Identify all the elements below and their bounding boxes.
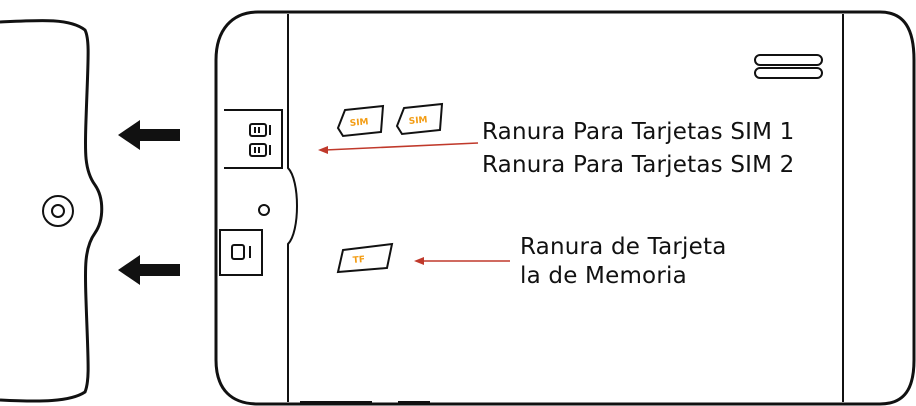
memory-card: TF: [336, 242, 394, 274]
sim-leader-line: [318, 142, 479, 154]
memory-slot-label-line2: la de Memoria: [520, 263, 687, 289]
left-arrow-icon: [118, 120, 180, 150]
phone-body: [214, 10, 916, 406]
memory-card-text: TF: [352, 255, 365, 266]
sim-card-1-text: SIM: [349, 117, 369, 129]
sim-card-2-text: SIM: [408, 115, 428, 127]
sim-card-2: SIM: [395, 102, 444, 136]
left-arrow-icon: [118, 255, 180, 285]
memory-slot-module: [219, 229, 263, 276]
sim-slot-module: [224, 109, 283, 169]
sim-slot-2-label: Ranura Para Tarjetas SIM 2: [482, 152, 795, 178]
back-cover: [0, 18, 104, 403]
sim-card-1: SIM: [336, 104, 385, 138]
circle-button-icon: [42, 195, 74, 227]
memory-slot-label-line1: Ranura de Tarjeta: [520, 234, 727, 260]
memory-leader-line: [414, 257, 510, 265]
sim-slot-1-label: Ranura Para Tarjetas SIM 1: [482, 119, 795, 145]
